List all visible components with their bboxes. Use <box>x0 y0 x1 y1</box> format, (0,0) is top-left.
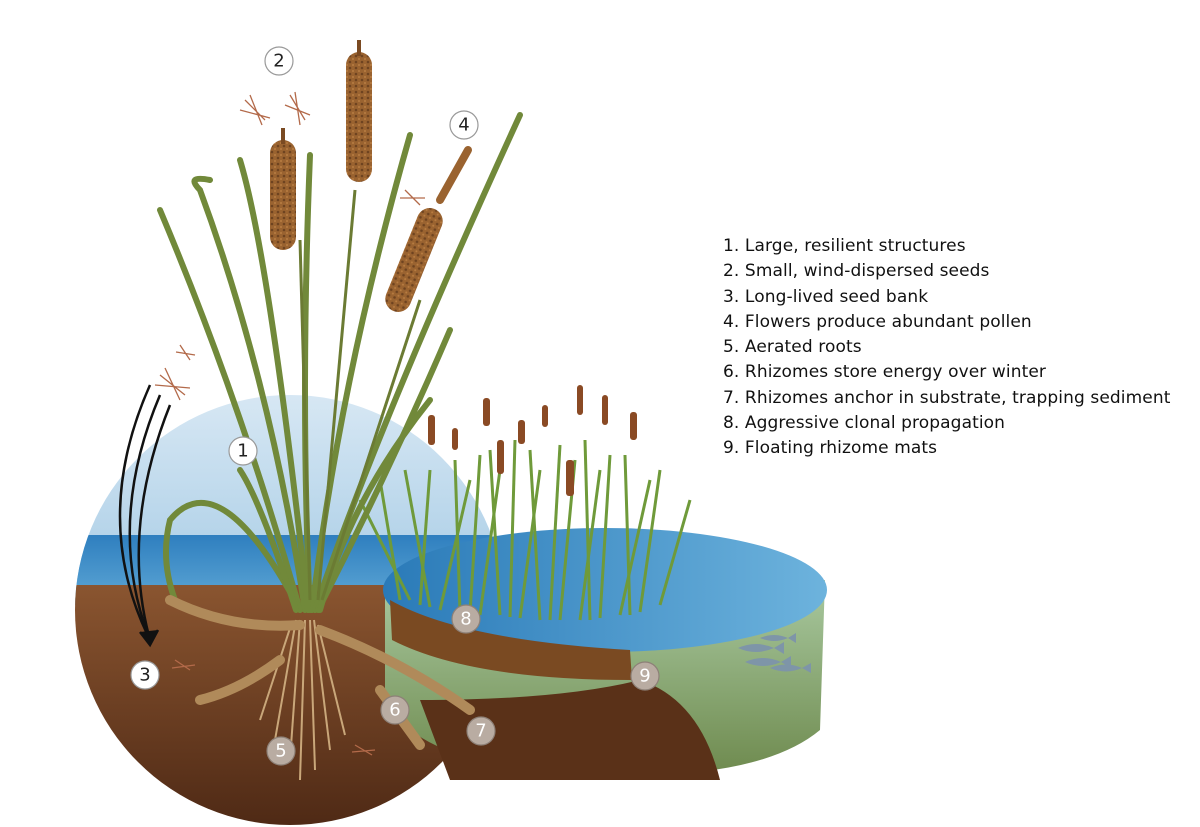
marker-9-label: 9 <box>639 666 650 687</box>
marker-8: 8 <box>451 604 481 634</box>
marker-5-label: 5 <box>275 741 286 762</box>
marker-1-label: 1 <box>237 441 248 462</box>
cattail-stems <box>298 189 422 601</box>
marker-4-label: 4 <box>458 115 469 136</box>
dispersal-arrows <box>118 384 172 648</box>
marker-9: 9 <box>630 661 660 691</box>
marker-3: 3 <box>130 660 160 690</box>
legend-item-9: 9. Floating rhizome mats <box>723 438 938 459</box>
marker-7: 7 <box>466 716 496 746</box>
legend-item-2: 2. Small, wind-dispersed seeds <box>723 261 990 282</box>
reed-heads <box>428 385 637 496</box>
reed-patch <box>358 439 692 621</box>
marker-6-label: 6 <box>389 700 400 721</box>
marker-7-label: 7 <box>475 721 486 742</box>
marker-5: 5 <box>266 736 296 766</box>
marker-6: 6 <box>380 695 410 725</box>
pond-cutaway <box>383 528 827 780</box>
legend-list: 1. Large, resilient structures 2. Small,… <box>723 234 1170 462</box>
marker-4: 4 <box>449 110 479 140</box>
legend-item-1: 1. Large, resilient structures <box>723 236 966 256</box>
marker-1: 1 <box>228 436 258 466</box>
legend-item-5: 5. Aerated roots <box>723 337 862 358</box>
cattail-heads <box>270 40 472 312</box>
marker-2-label: 2 <box>273 51 284 72</box>
legend-item-8: 8. Aggressive clonal propagation <box>723 413 1006 434</box>
marker-8-label: 8 <box>460 609 471 630</box>
fish-group <box>738 633 811 673</box>
seed-tufts <box>154 91 425 756</box>
roots <box>259 619 346 781</box>
marker-2: 2 <box>264 46 294 76</box>
legend-item-3: 3. Long-lived seed bank <box>723 286 929 307</box>
marker-3-label: 3 <box>139 665 150 686</box>
legend-item-6: 6. Rhizomes store energy over winter <box>723 362 1047 383</box>
legend-item-7: 7. Rhizomes anchor in substrate, trappin… <box>723 387 1171 408</box>
legend-item-4: 4. Flowers produce abundant pollen <box>723 311 1032 332</box>
